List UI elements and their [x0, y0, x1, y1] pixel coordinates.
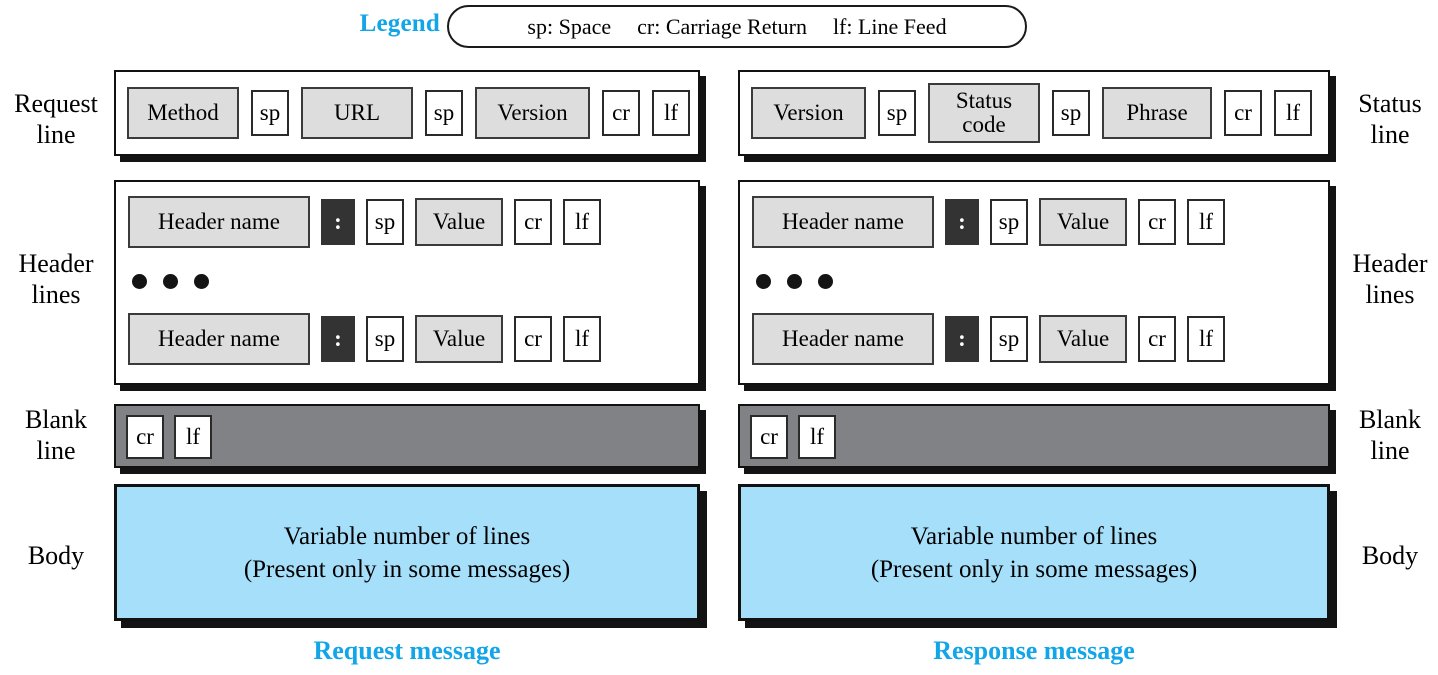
request-header-1-cell-header-name: Header name	[128, 196, 310, 248]
dot-icon	[163, 274, 178, 289]
label-body-left: Body	[27, 541, 85, 570]
label-body-right: Body	[1361, 541, 1419, 570]
request-line-cell-sp: sp	[251, 90, 289, 136]
request-line-cell-method: Method	[127, 87, 239, 139]
request-line-cell-cr: cr	[602, 90, 640, 136]
request-header-2-cell-lf: lf	[563, 316, 601, 362]
dot-icon	[818, 274, 833, 289]
request-blank-cell-cr: cr	[126, 415, 164, 459]
dot-icon	[787, 274, 802, 289]
response-header-2-cell-cr: cr	[1138, 316, 1176, 362]
request-header-1-cell-:: :	[321, 199, 355, 245]
request-blank-cell-lf: lf	[174, 415, 212, 459]
request-body-box: Variable number of lines (Present only i…	[114, 484, 700, 621]
status-line-cell-phrase: Phrase	[1102, 87, 1212, 139]
label-blank-line-left: Blank line	[24, 405, 88, 466]
status-line-cell-status-code: Status code	[928, 83, 1040, 143]
request-message-caption: Request message	[313, 636, 501, 665]
request-header-1-cell-lf: lf	[563, 199, 601, 245]
legend-entry-lf: lf: Line Feed	[832, 13, 947, 39]
dot-icon	[132, 274, 147, 289]
request-header-1-cell-value: Value	[415, 198, 503, 246]
response-body-line2: (Present only in some messages)	[870, 555, 1198, 583]
request-header-2-cell-sp: sp	[366, 316, 404, 362]
legend-entry-cr: cr: Carriage Return	[637, 13, 807, 39]
request-line-cell-sp: sp	[425, 90, 463, 136]
status-line-cell-cr: cr	[1224, 90, 1262, 136]
response-header-2-cell-:: :	[945, 316, 979, 362]
response-header-2-cell-sp: sp	[990, 316, 1028, 362]
request-line-cell-lf: lf	[652, 90, 690, 136]
response-header-2-cell-header-name: Header name	[752, 313, 934, 365]
status-line-cell-sp: sp	[1052, 90, 1090, 136]
request-body-line2: (Present only in some messages)	[243, 555, 571, 583]
legend-title: Legend	[359, 10, 440, 37]
response-header-1-cell-:: :	[945, 199, 979, 245]
legend-box: sp: Space cr: Carriage Return lf: Line F…	[447, 5, 1027, 48]
response-body-line1: Variable number of lines	[910, 522, 1158, 550]
request-header-1-cell-cr: cr	[514, 199, 552, 245]
response-body-box: Variable number of lines (Present only i…	[738, 484, 1330, 621]
status-line-cell-version: Version	[751, 87, 866, 139]
status-line-cell-sp: sp	[878, 90, 916, 136]
request-body-line1: Variable number of lines	[283, 522, 531, 550]
ellipsis-dots-left	[132, 274, 209, 289]
dot-icon	[194, 274, 209, 289]
response-header-1-cell-header-name: Header name	[752, 196, 934, 248]
response-blank-cell-cr: cr	[750, 415, 788, 459]
legend-entry-sp: sp: Space	[527, 13, 612, 39]
response-header-2-cell-value: Value	[1039, 315, 1127, 363]
response-blank-cell-lf: lf	[798, 415, 836, 459]
status-line-cell-lf: lf	[1274, 90, 1312, 136]
response-header-1-cell-sp: sp	[990, 199, 1028, 245]
response-header-1-cell-value: Value	[1039, 198, 1127, 246]
label-header-lines-right: Header lines	[1352, 249, 1428, 310]
response-header-1-cell-cr: cr	[1138, 199, 1176, 245]
dot-icon	[756, 274, 771, 289]
request-header-2-cell-header-name: Header name	[128, 313, 310, 365]
legend-row: Legend sp: Space cr: Carriage Return lf:…	[0, 0, 1438, 58]
response-header-1-cell-lf: lf	[1187, 199, 1225, 245]
label-status-line: Status line	[1358, 89, 1422, 150]
label-header-lines-left: Header lines	[18, 249, 94, 310]
request-header-2-cell-:: :	[321, 316, 355, 362]
request-header-1-cell-sp: sp	[366, 199, 404, 245]
ellipsis-dots-right	[756, 274, 833, 289]
label-blank-line-right: Blank line	[1358, 405, 1422, 466]
label-request-line: Request line	[14, 89, 98, 150]
response-message-caption: Response message	[933, 636, 1135, 665]
request-header-2-cell-cr: cr	[514, 316, 552, 362]
request-line-cell-url: URL	[301, 87, 413, 139]
request-line-cell-version: Version	[475, 87, 590, 139]
request-header-2-cell-value: Value	[415, 315, 503, 363]
response-header-2-cell-lf: lf	[1187, 316, 1225, 362]
